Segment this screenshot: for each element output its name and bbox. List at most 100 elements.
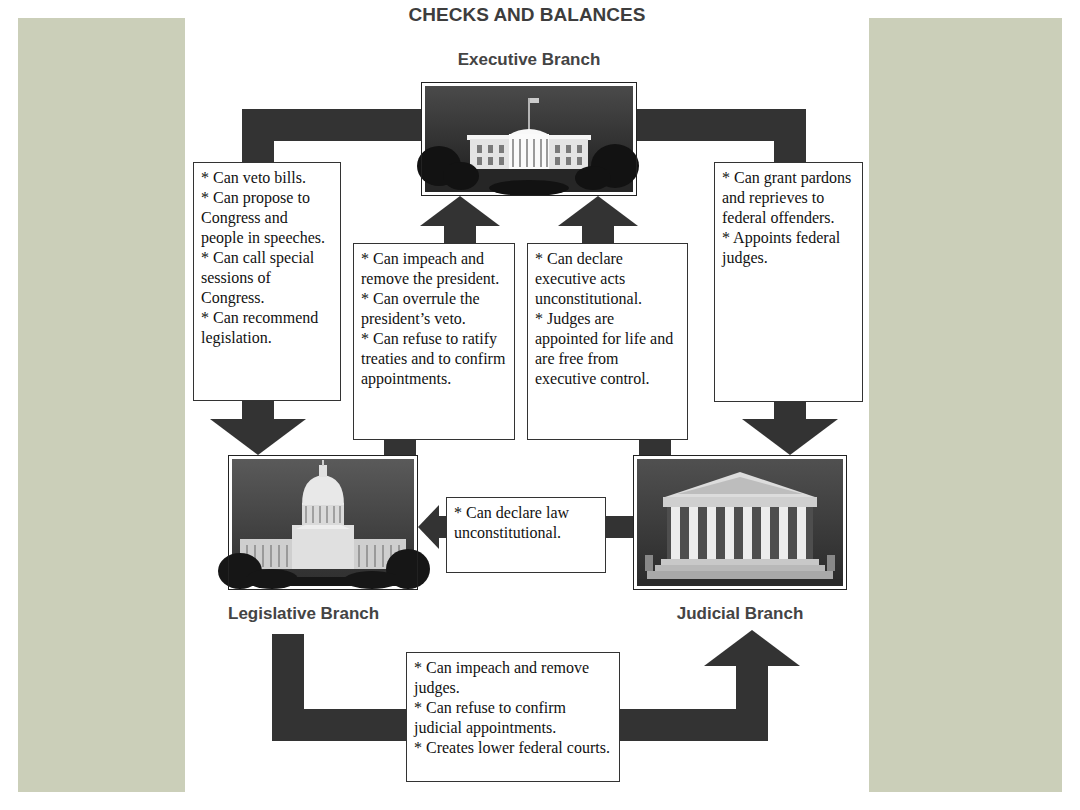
side-panel bbox=[18, 18, 185, 792]
thick-arrow bbox=[258, 125, 421, 162]
arrow-shaft bbox=[639, 440, 671, 455]
white-house-picture bbox=[526, 139, 528, 167]
picture-frame bbox=[633, 455, 847, 590]
white-house-picture bbox=[443, 162, 479, 190]
capitol-picture bbox=[232, 577, 414, 586]
white-house-picture bbox=[477, 157, 482, 165]
supreme-court-picture bbox=[634, 456, 846, 589]
white-house-picture bbox=[417, 144, 639, 196]
supreme-court-picture bbox=[645, 555, 653, 571]
arrow-shaft bbox=[242, 401, 274, 420]
arrow-shaft bbox=[637, 125, 790, 162]
white-house-picture bbox=[512, 139, 548, 167]
thick-arrow bbox=[742, 402, 838, 455]
white-house-picture bbox=[566, 157, 571, 165]
supreme-court-picture bbox=[761, 507, 770, 559]
white-house-picture bbox=[555, 157, 560, 165]
thick-arrow bbox=[288, 634, 406, 725]
arrowhead bbox=[742, 419, 838, 455]
capitol-picture bbox=[305, 506, 307, 523]
white-house-picture bbox=[533, 139, 535, 167]
capitol-picture bbox=[326, 506, 328, 523]
arrow-shaft bbox=[774, 402, 806, 420]
power-item: * Can refuse to ratify treaties and to c… bbox=[361, 329, 507, 389]
thick-arrow bbox=[637, 125, 790, 162]
power-item: * Creates lower federal courts. bbox=[414, 738, 612, 758]
power-item: * Can declare law unconstitutional. bbox=[454, 503, 598, 543]
thick-arrow bbox=[418, 505, 446, 549]
capitol-picture bbox=[292, 525, 354, 569]
capitol-picture bbox=[319, 506, 321, 523]
power-item: * Can call special sessions of Congress. bbox=[201, 248, 333, 308]
side-panel bbox=[869, 18, 1062, 792]
branch-picture: Executive Branch bbox=[421, 48, 637, 196]
capitol-picture bbox=[333, 506, 335, 523]
white-house-picture bbox=[546, 139, 548, 167]
white-house-picture bbox=[489, 180, 569, 196]
white-house-picture bbox=[575, 166, 611, 190]
power-item: * Can propose to Congress and people in … bbox=[201, 188, 333, 248]
power-box: * Can declare law unconstitutional. bbox=[446, 497, 606, 573]
white-house-picture bbox=[477, 145, 482, 153]
supreme-court-picture bbox=[667, 507, 813, 559]
white-house-picture bbox=[577, 145, 582, 153]
power-item: * Can overrule the president’s veto. bbox=[361, 289, 507, 329]
supreme-court-picture bbox=[647, 571, 833, 579]
supreme-court-picture bbox=[637, 579, 843, 586]
supreme-court-picture bbox=[779, 507, 788, 559]
arrow-shaft bbox=[438, 516, 446, 538]
capitol-picture bbox=[302, 475, 344, 505]
power-box: * Can declare executive acts unconstitut… bbox=[527, 243, 688, 440]
white-house-picture bbox=[512, 139, 514, 167]
capitol-picture bbox=[218, 549, 430, 589]
capitol-picture bbox=[374, 545, 376, 567]
white-house-picture bbox=[499, 157, 504, 165]
white-house-picture bbox=[422, 83, 636, 195]
supreme-court-picture bbox=[797, 507, 806, 559]
white-house-picture bbox=[425, 86, 633, 192]
thick-arrow bbox=[655, 440, 656, 455]
thick-arrow bbox=[400, 440, 401, 455]
white-house-picture bbox=[499, 145, 504, 153]
power-item: * Can impeach and remove the president. bbox=[361, 249, 507, 289]
white-house-picture bbox=[577, 157, 582, 165]
arrowhead bbox=[420, 196, 500, 226]
white-house-picture bbox=[540, 139, 542, 167]
power-item: * Can impeach and remove judges. bbox=[414, 658, 612, 698]
thick-arrow bbox=[558, 196, 638, 243]
branch-label: Legislative Branch bbox=[228, 602, 418, 626]
supreme-court-picture bbox=[743, 507, 752, 559]
arrow-shaft bbox=[288, 634, 406, 725]
diagram-title: CHECKS AND BALANCES bbox=[185, 3, 869, 27]
arrowhead bbox=[210, 419, 306, 455]
arrow-shaft bbox=[384, 440, 416, 455]
power-item: * Can declare executive acts unconstitut… bbox=[535, 249, 680, 309]
capitol-picture bbox=[382, 545, 384, 567]
branch-label: Judicial Branch bbox=[633, 602, 847, 626]
supreme-court-picture bbox=[671, 507, 806, 559]
capitol-picture bbox=[218, 456, 430, 589]
white-house-picture bbox=[530, 98, 539, 103]
white-house-picture bbox=[488, 157, 493, 165]
supreme-court-picture bbox=[677, 477, 803, 494]
power-item: * Judges are appointed for life and are … bbox=[535, 309, 680, 389]
supreme-court-picture bbox=[671, 507, 680, 559]
supreme-court-picture bbox=[634, 456, 846, 589]
branch-picture: Legislative Branch bbox=[228, 455, 418, 626]
arrowhead bbox=[704, 630, 800, 666]
arrow-shaft bbox=[258, 125, 421, 162]
power-box: * Can impeach and remove the president.*… bbox=[353, 243, 515, 440]
capitol-picture bbox=[302, 503, 344, 525]
thick-arrow bbox=[620, 630, 800, 725]
picture-frame bbox=[228, 455, 418, 590]
supreme-court-picture bbox=[725, 507, 734, 559]
capitol-picture bbox=[218, 459, 430, 589]
power-item: * Can refuse to confirm judicial appoint… bbox=[414, 698, 612, 738]
supreme-court-picture bbox=[637, 459, 843, 586]
supreme-court-picture bbox=[663, 497, 817, 507]
thick-arrow bbox=[420, 196, 500, 243]
power-box: * Can grant pardons and reprieves to fed… bbox=[714, 162, 863, 402]
supreme-court-picture bbox=[707, 507, 716, 559]
white-house-picture bbox=[488, 145, 493, 153]
